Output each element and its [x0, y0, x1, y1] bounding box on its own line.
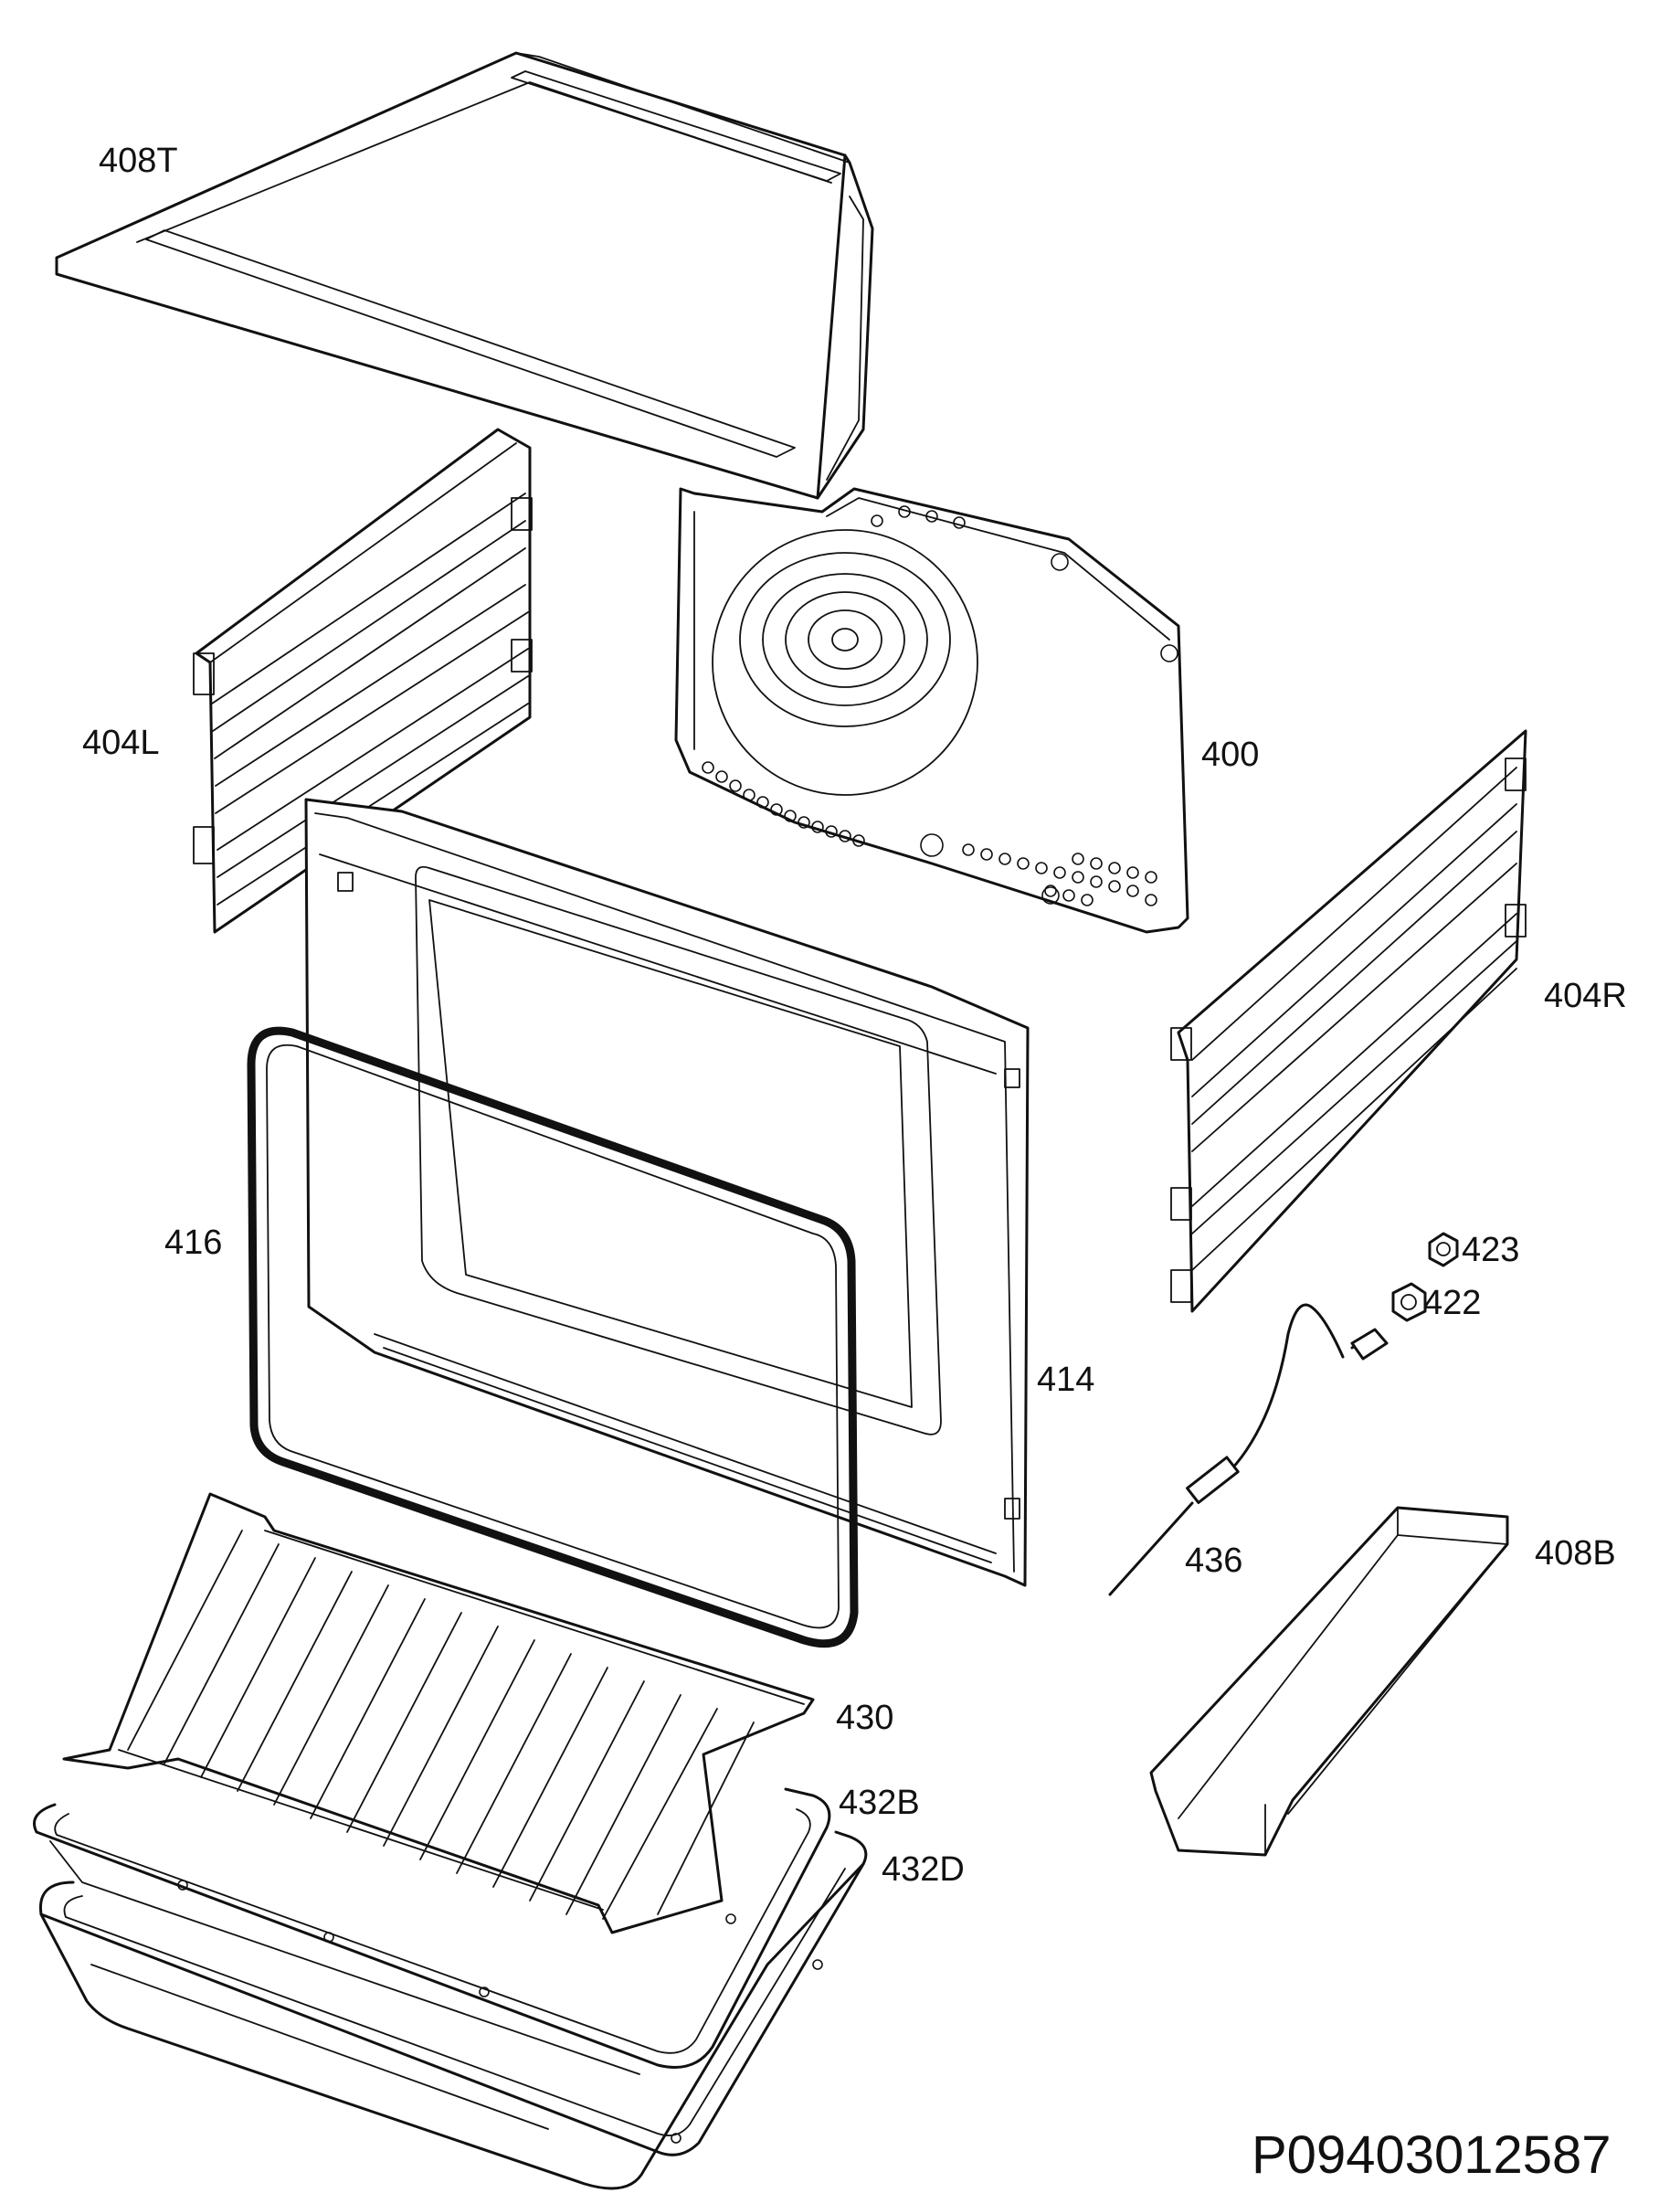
label-422: 422: [1423, 1284, 1481, 1322]
part-404L-left-shelf-rail[interactable]: [193, 428, 533, 934]
part-400-back-panel[interactable]: [674, 487, 1189, 934]
part-408T-top-panel[interactable]: [55, 51, 874, 500]
label-436: 436: [1185, 1541, 1242, 1580]
back-panel-vent-holes: [702, 505, 1178, 906]
label-416: 416: [164, 1224, 222, 1262]
label-432D: 432D: [882, 1850, 965, 1889]
label-404L: 404L: [82, 724, 160, 762]
part-430-oven-rack[interactable]: [62, 1492, 815, 1934]
label-430: 430: [836, 1699, 893, 1737]
label-408T: 408T: [99, 142, 178, 180]
part-404R-right-shelf-rail[interactable]: [1170, 729, 1527, 1313]
label-404R: 404R: [1544, 977, 1627, 1015]
label-408B: 408B: [1535, 1534, 1616, 1573]
part-416-door-gasket[interactable]: [247, 1026, 859, 1648]
part-414-front-frame[interactable]: [304, 798, 1030, 1587]
rack-wires: [127, 1530, 755, 1920]
part-423-nut[interactable]: [1428, 1232, 1459, 1267]
label-400: 400: [1201, 736, 1259, 774]
label-423: 423: [1462, 1231, 1519, 1269]
label-432B: 432B: [839, 1784, 920, 1822]
drawing-code: P09403012587: [1252, 2125, 1611, 2185]
part-422-socket[interactable]: [1391, 1282, 1427, 1322]
part-408B-bottom-tray[interactable]: [1149, 1506, 1509, 1857]
part-432B-baking-tray[interactable]: [33, 1787, 831, 2075]
part-436-meat-probe[interactable]: [1108, 1303, 1389, 1596]
label-414: 414: [1037, 1361, 1094, 1399]
part-432D-deep-tray[interactable]: [38, 1830, 868, 2190]
